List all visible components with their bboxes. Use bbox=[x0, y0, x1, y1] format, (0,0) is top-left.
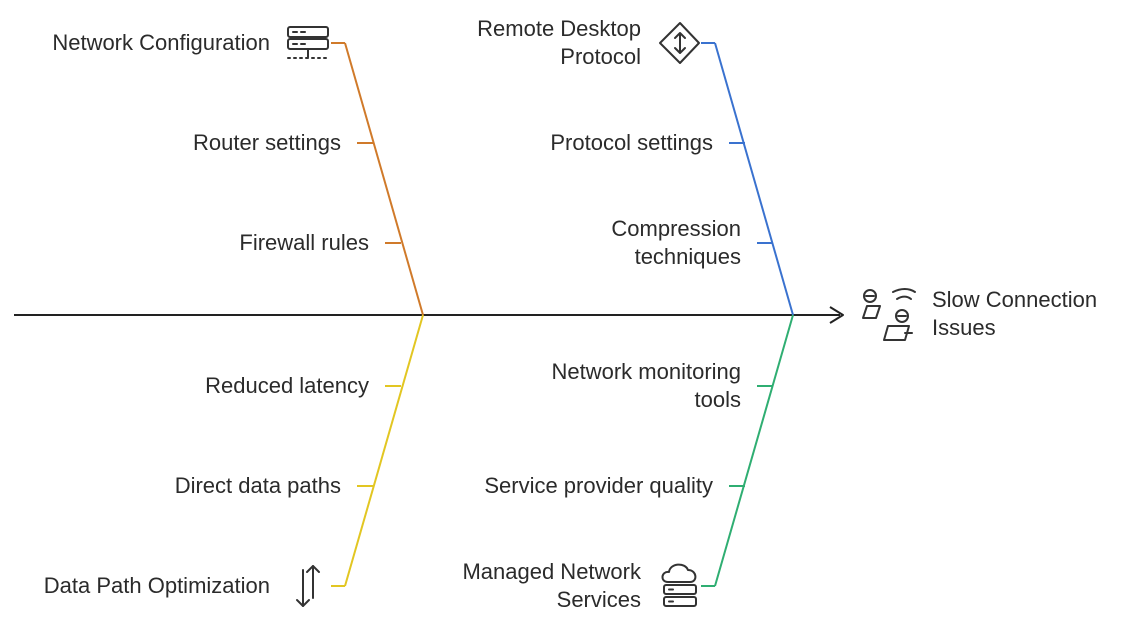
branch-network-configuration bbox=[331, 42, 424, 316]
cause-label-protocol-settings: Protocol settings bbox=[550, 130, 713, 155]
cause-label-router-settings: Router settings bbox=[193, 130, 341, 155]
branch-remote-desktop-protocol bbox=[701, 42, 794, 316]
branch-line-datapath bbox=[344, 314, 424, 587]
cause-label-reduced-latency: Reduced latency bbox=[205, 373, 369, 398]
slow-connection-icon bbox=[862, 288, 916, 341]
branch-line-network bbox=[344, 42, 424, 316]
branch-managed-network-services bbox=[701, 314, 794, 587]
up-down-arrows-icon bbox=[296, 565, 320, 607]
cause-label-firewall-rules: Firewall rules bbox=[239, 230, 369, 255]
category-label-network-configuration: Network Configuration bbox=[52, 30, 270, 55]
branch-line-managed bbox=[714, 314, 794, 587]
server-icon bbox=[287, 26, 329, 59]
cause-label-service-provider-quality: Service provider quality bbox=[484, 473, 713, 498]
branch-data-path-optimization bbox=[331, 314, 424, 587]
diamond-arrows-icon bbox=[659, 22, 700, 64]
branch-line-rdp bbox=[714, 42, 794, 316]
spine-arrowhead-icon bbox=[829, 306, 844, 324]
cloud-server-icon bbox=[661, 563, 697, 607]
cause-label-direct-data-paths: Direct data paths bbox=[174, 473, 341, 498]
category-label-data-path-optimization: Data Path Optimization bbox=[43, 573, 270, 598]
